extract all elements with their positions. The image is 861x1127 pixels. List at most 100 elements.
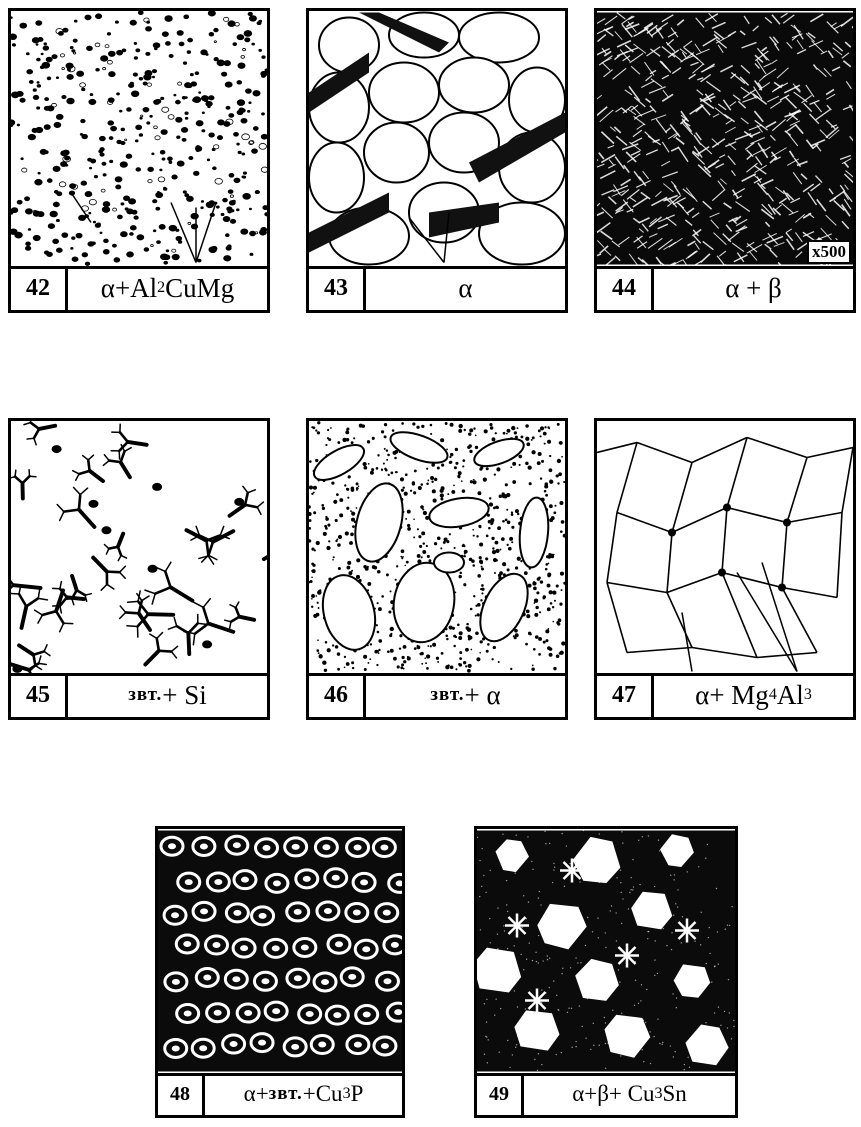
microstructure-mark xyxy=(404,565,406,567)
microstructure-mark xyxy=(470,480,473,483)
microstructure-mark xyxy=(559,441,562,444)
microstructure-mark xyxy=(557,423,560,426)
microstructure-mark xyxy=(121,203,124,205)
microstructure-mark xyxy=(121,128,125,131)
microstructure-mark xyxy=(233,842,241,848)
microstructure-mark xyxy=(17,200,22,204)
microstructure-mark xyxy=(193,602,203,607)
microstructure-mark xyxy=(509,847,510,848)
microstructure-mark xyxy=(89,212,91,214)
microstructure-mark xyxy=(380,844,388,850)
microstructure-mark xyxy=(404,492,408,496)
microstructure-mark xyxy=(368,463,370,465)
microstructure-mark xyxy=(168,626,176,629)
microstructure-mark xyxy=(370,471,374,475)
microstructure-mark xyxy=(130,20,137,25)
microstructure-mark xyxy=(449,533,451,535)
microstructure-mark xyxy=(335,519,338,522)
microstructure-mark xyxy=(60,54,64,57)
microstructure-mark xyxy=(637,443,692,463)
microstructure-mark xyxy=(200,908,208,914)
microstructure-mark xyxy=(534,1059,535,1060)
microstructure-mark xyxy=(667,573,722,593)
microstructure-mark xyxy=(241,229,248,234)
magnification-label: x500 xyxy=(807,240,851,264)
microstructure-mark xyxy=(228,190,233,194)
microstructure-mark xyxy=(317,602,319,604)
microstructure-mark xyxy=(201,201,203,203)
microstructure-mark xyxy=(156,207,160,210)
microstructure-mark xyxy=(223,216,230,221)
microstructure-mark xyxy=(154,126,158,129)
microstructure-mark xyxy=(673,879,674,880)
microstructure-mark xyxy=(479,896,480,897)
microstructure-mark xyxy=(516,1044,517,1045)
microstructure-image-46 xyxy=(309,421,565,676)
microstructure-mark xyxy=(232,976,240,982)
microstructure-mark xyxy=(621,1013,622,1014)
microstructure-mark xyxy=(489,502,493,506)
microstructure-mark xyxy=(72,576,77,590)
microstructure-mark xyxy=(24,423,31,425)
microstructure-mark xyxy=(422,542,424,544)
microstructure-mark xyxy=(57,505,64,512)
microstructure-mark xyxy=(76,233,82,238)
microstructure-mark xyxy=(561,833,562,834)
microstructure-mark xyxy=(629,1044,630,1045)
microstructure-mark xyxy=(439,58,509,113)
microstructure-mark xyxy=(202,112,204,114)
microstructure-mark xyxy=(598,861,599,862)
microstructure-mark xyxy=(544,490,547,493)
microstructure-mark xyxy=(469,558,473,562)
microstructure-mark xyxy=(215,178,223,184)
microstructure-mark xyxy=(723,504,731,512)
microstructure-mark xyxy=(654,886,655,887)
microstructure-mark xyxy=(455,448,458,451)
microstructure-mark xyxy=(509,537,513,541)
microstructure-mark xyxy=(73,471,79,474)
microstructure-mark xyxy=(643,1027,644,1028)
microstructure-mark xyxy=(336,493,339,496)
microstructure-mark xyxy=(529,942,530,943)
microstructure-mark xyxy=(208,96,214,100)
microstructure-mark xyxy=(386,449,388,451)
microstructure-mark xyxy=(327,648,331,652)
microstructure-mark xyxy=(426,468,428,470)
microstructure-mark xyxy=(462,465,464,467)
microstructure-mark xyxy=(542,960,543,961)
microstructure-mark xyxy=(674,1051,675,1052)
microstructure-mark xyxy=(347,478,410,567)
microstructure-mark xyxy=(378,649,380,651)
microstructure-mark xyxy=(249,208,251,210)
microstructure-mark xyxy=(248,490,255,493)
microstructure-mark xyxy=(462,544,464,546)
microstructure-mark xyxy=(25,197,30,201)
microstructure-mark xyxy=(566,864,567,865)
microstructure-mark xyxy=(12,665,22,673)
microstructure-mark xyxy=(480,599,482,601)
microstructure-mark xyxy=(724,1052,725,1053)
microstructure-mark xyxy=(563,534,565,538)
microstructure-mark xyxy=(189,156,193,159)
microstructure-mark xyxy=(451,490,455,494)
microstructure-mark xyxy=(184,15,189,19)
microstructure-mark xyxy=(747,438,807,458)
microstructure-mark xyxy=(526,442,530,446)
microstructure-mark xyxy=(272,1008,280,1014)
microstructure-mark xyxy=(356,489,358,491)
microstructure-mark xyxy=(107,584,114,589)
microstructure-mark xyxy=(367,440,370,443)
microstructure-mark xyxy=(167,157,172,161)
microstructure-mark xyxy=(142,596,149,601)
microstructure-mark xyxy=(682,916,683,917)
microstructure-mark xyxy=(126,154,132,158)
microstructure-mark xyxy=(88,460,89,471)
microstructure-mark xyxy=(453,484,455,486)
microstructure-mark xyxy=(153,200,157,203)
microstructure-mark xyxy=(253,90,260,96)
microstructure-mark xyxy=(552,882,553,883)
microstructure-mark xyxy=(118,547,121,556)
microstructure-mark xyxy=(209,32,214,36)
microstructure-mark xyxy=(605,1068,606,1069)
microstructure-mark xyxy=(103,202,110,207)
